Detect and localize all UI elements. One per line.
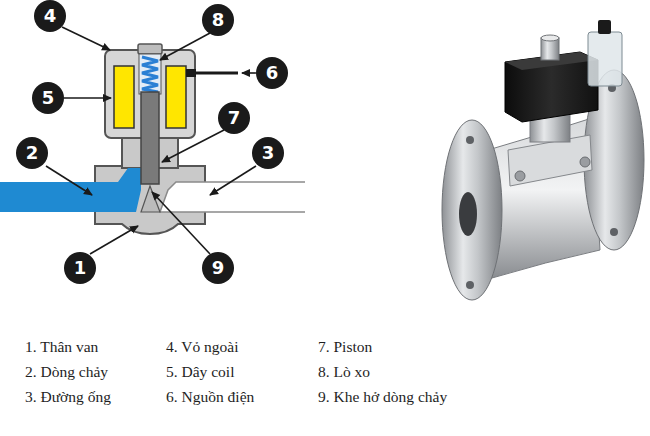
- valve-seat: [141, 186, 160, 212]
- photo-connector-cap: [598, 20, 611, 34]
- valve-photo: [442, 20, 644, 300]
- coil-right: [166, 66, 186, 128]
- photo-bolt: [580, 157, 590, 167]
- leader-line: [90, 226, 138, 254]
- callout-text: 2: [26, 144, 39, 162]
- part-label: 5. Dây coil: [166, 363, 234, 381]
- callout-number: 8: [202, 4, 234, 36]
- photo-connector: [588, 32, 622, 86]
- part-label: 2. Dòng chảy: [25, 363, 108, 381]
- leader-line: [46, 166, 92, 195]
- part-label: 8. Lò xo: [318, 363, 370, 381]
- spring: [142, 57, 158, 92]
- pipe-right: [160, 182, 305, 212]
- leader-line: [242, 72, 256, 74]
- leader-lines: [46, 27, 256, 254]
- leader-line: [162, 130, 224, 162]
- callout-number: 6: [256, 57, 288, 89]
- flow-blue: [0, 168, 141, 212]
- callout-number: 5: [32, 82, 64, 114]
- leader-line: [64, 97, 111, 99]
- housing-cap: [138, 44, 162, 54]
- photo-bolt-hole: [610, 228, 618, 236]
- leader-line: [210, 166, 256, 195]
- part-label: 3. Đường ống: [25, 388, 111, 406]
- part-label: 1. Thân van: [25, 338, 98, 356]
- callout-text: 4: [44, 7, 57, 25]
- callout-text: 9: [212, 259, 225, 277]
- callout-number: 2: [16, 137, 48, 169]
- photo-bonnet: [508, 135, 592, 186]
- photo-bolt-hole: [466, 136, 474, 144]
- callout-number: 1: [64, 252, 96, 284]
- leader-line: [160, 33, 210, 60]
- photo-bolt: [515, 171, 525, 181]
- photo-flange-hole: [459, 192, 477, 236]
- photo-coil: [505, 52, 598, 122]
- callout-text: 5: [42, 89, 55, 107]
- callout-text: 7: [228, 109, 241, 127]
- spring-chamber: [139, 54, 161, 94]
- part-label: 6. Nguồn điện: [166, 388, 254, 406]
- photo-bolt-hole: [466, 281, 474, 289]
- part-label: 4. Vỏ ngoài: [166, 338, 238, 356]
- callout-number: 7: [218, 102, 250, 134]
- callout-text: 8: [212, 11, 225, 29]
- photo-nut-top: [541, 35, 559, 41]
- callout-text: 1: [74, 259, 87, 277]
- leader-line: [152, 192, 210, 254]
- photo-flange-left: [442, 120, 502, 300]
- leader-line: [62, 27, 110, 50]
- callout-text: 3: [262, 144, 275, 162]
- callout-number: 9: [202, 252, 234, 284]
- wire-plug: [186, 69, 196, 77]
- part-label: 9. Khe hở dòng chảy: [318, 388, 447, 406]
- part-label: 7. Piston: [318, 338, 372, 356]
- coil-left: [114, 66, 134, 128]
- callout-number: 4: [34, 0, 66, 32]
- callout-text: 6: [266, 64, 279, 82]
- valve-section: [0, 44, 305, 234]
- callout-number: 3: [252, 137, 284, 169]
- piston: [141, 92, 159, 184]
